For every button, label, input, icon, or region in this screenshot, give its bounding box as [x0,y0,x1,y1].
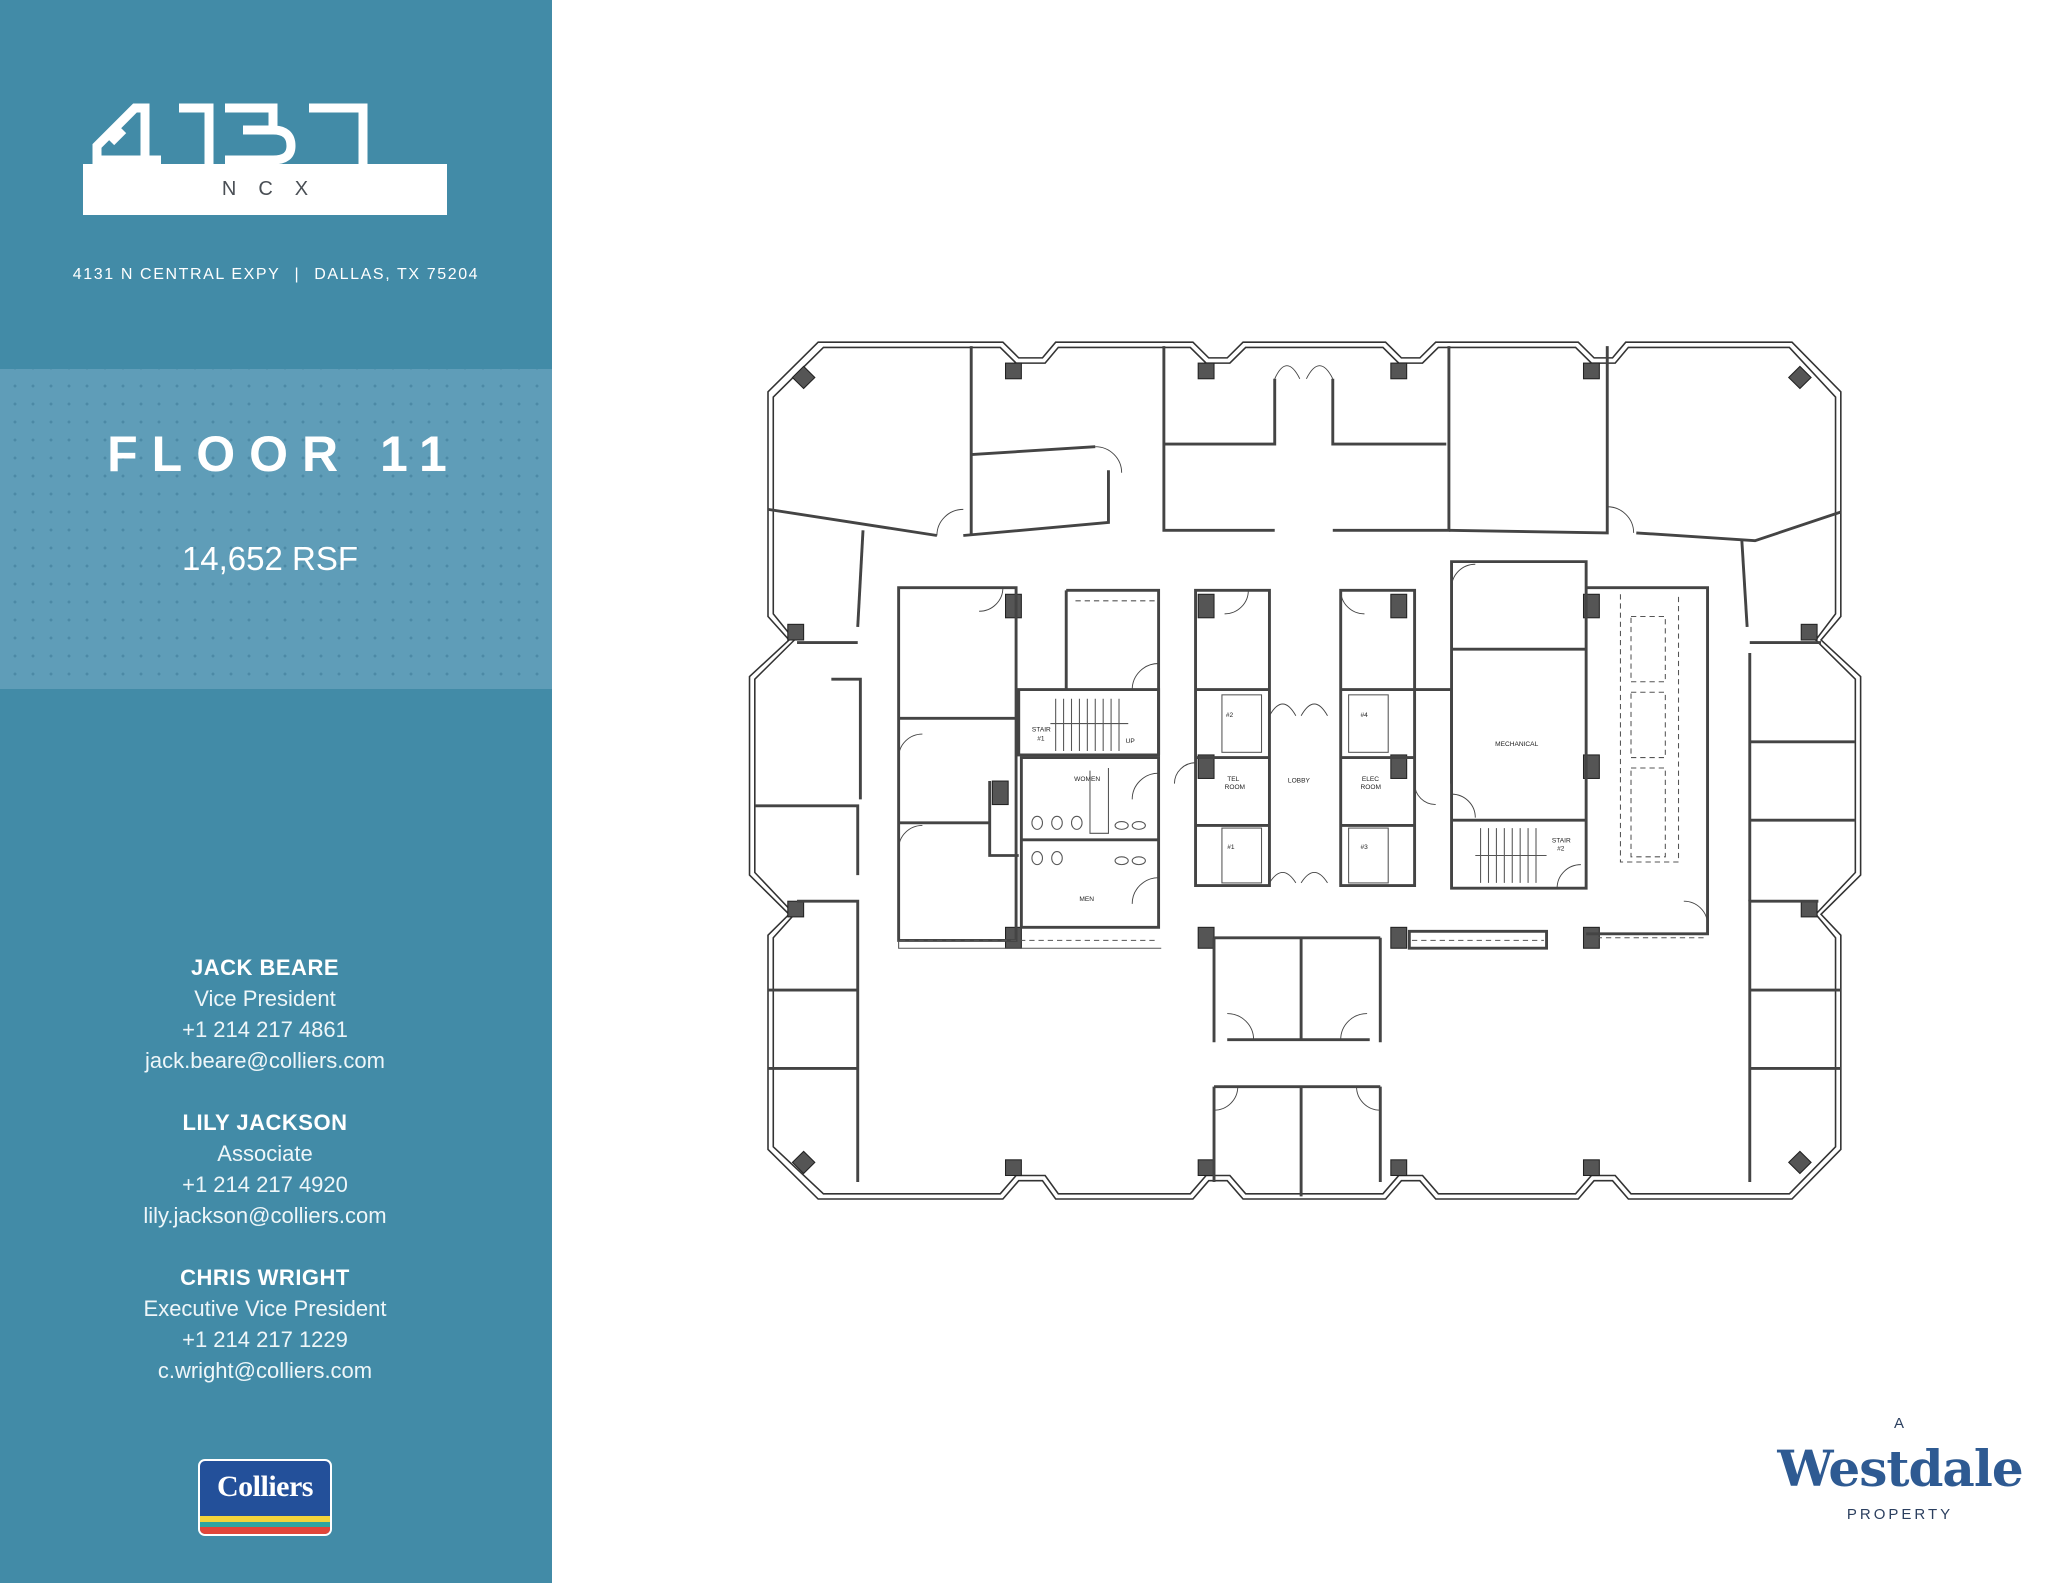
label-elec-room-2: ROOM [1360,784,1380,791]
core-left [897,586,1162,949]
sidebar-panel: NCX 4131 N CENTRAL EXPY | DALLAS, TX 75204… [0,0,552,1583]
side-offices [754,641,1856,1183]
colliers-logo: Colliers [198,1459,332,1536]
label-elevator-2: #2 [1226,712,1234,719]
core-elevators [1173,588,1453,887]
label-stair-2: STAIR [1552,837,1571,844]
contact-title: Vice President [194,986,336,1011]
contact-card: JACK BEARE Vice President +1 214 217 486… [0,952,530,1076]
label-up: UP [1126,738,1136,745]
colliers-stripe-yellow [200,1516,330,1522]
label-tel-room-2: ROOM [1225,784,1245,791]
colliers-stripe-red [200,1527,330,1534]
label-tel-room-1: TEL [1227,776,1239,783]
label-elevator-4: #4 [1360,712,1368,719]
address-separator: | [294,266,301,283]
structural-columns [787,362,1818,1177]
contact-phone[interactable]: +1 214 217 4861 [182,1017,348,1042]
logo-4131-glyph [92,103,368,166]
contact-card: CHRIS WRIGHT Executive Vice President +1… [0,1262,530,1386]
label-mechanical: MECHANICAL [1495,741,1539,748]
room-labels: STAIR #1 UP WOMEN MEN TEL ROOM LOBBY ELE… [1032,712,1571,903]
contact-email[interactable]: lily.jackson@colliers.com [143,1203,387,1228]
contact-name: CHRIS WRIGHT [180,1265,350,1290]
label-stair-1: STAIR [1032,726,1051,733]
label-stair-2-num: #2 [1557,845,1565,852]
westdale-logo: A Westdale PROPERTY [1760,1415,2040,1523]
westdale-name: Westdale [1777,1439,2023,1498]
exterior-walls [748,341,1862,1200]
contact-title: Associate [217,1141,313,1166]
westdale-prefix: A [1893,1415,1906,1432]
label-men: MEN [1079,896,1094,903]
contact-phone[interactable]: +1 214 217 4920 [182,1172,348,1197]
westdale-suffix: PROPERTY [1846,1506,1954,1523]
contact-list: JACK BEARE Vice President +1 214 217 486… [0,952,530,1417]
address-street: 4131 N CENTRAL EXPY [72,266,281,283]
label-elec-room-1: ELEC [1362,776,1379,783]
label-lobby: LOBBY [1288,777,1311,784]
contact-email[interactable]: jack.beare@colliers.com [145,1048,385,1073]
floor-rsf: 14,652 RSF [181,540,359,577]
contact-card: LILY JACKSON Associate +1 214 217 4920 l… [0,1107,530,1231]
contact-name: LILY JACKSON [182,1110,348,1135]
core-right [1450,560,1709,939]
contact-email[interactable]: c.wright@colliers.com [157,1358,373,1383]
label-women: WOMEN [1074,776,1100,783]
floor-title: FLOOR 11 [107,426,461,482]
label-elevator-3: #3 [1360,844,1368,851]
label-stair-1-num: #1 [1037,736,1045,743]
colliers-stripe-teal [200,1522,330,1527]
logo-subtitle: NCX [221,178,331,200]
top-offices [767,346,1842,628]
floor-info-band [0,369,552,689]
address-city: DALLAS, TX 75204 [314,266,480,283]
building-logo: NCX [83,100,447,216]
contact-name: JACK BEARE [190,955,340,980]
contact-phone[interactable]: +1 214 217 1229 [182,1327,348,1352]
lower-offices [1212,929,1549,1197]
building-address: 4131 N CENTRAL EXPY | DALLAS, TX 75204 [0,266,552,284]
logo-subtitle-box: NCX [83,164,447,215]
contact-title: Executive Vice President [143,1296,387,1321]
label-elevator-1: #1 [1227,844,1235,851]
colliers-logo-text: Colliers [217,1470,313,1503]
